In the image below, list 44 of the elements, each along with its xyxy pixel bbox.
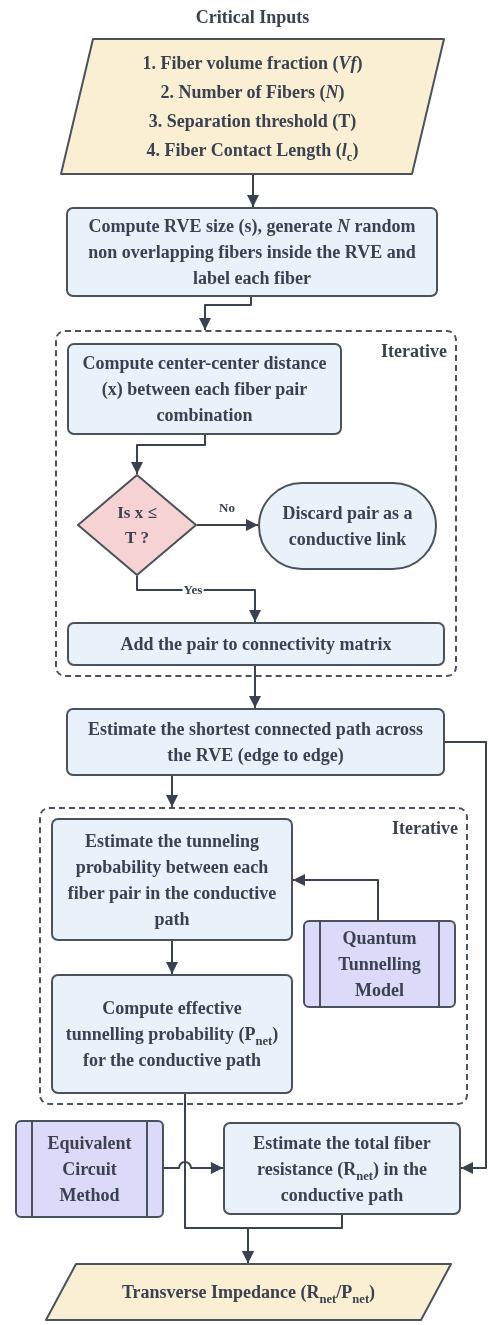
box-text: Quantum Tunnelling Model (337, 927, 422, 1002)
process-box (223, 1122, 461, 1215)
box-text: Compute center-center distance (x) between each fiber pair combination (81, 352, 328, 427)
input-item: 2. Number of Fibers (N) (160, 80, 345, 104)
box-text: Discard pair as a conductive link (281, 502, 414, 551)
arrow (131, 434, 206, 475)
iteration-group (55, 330, 457, 677)
arrow (247, 174, 259, 208)
box-text: Transverse Impedance (R$_{net}$/P$_{net}$) (121, 1280, 376, 1307)
iteration-group (39, 807, 468, 1105)
arrow (292, 874, 379, 921)
group-label: Iterative (381, 340, 447, 363)
arrow (196, 519, 259, 531)
box-text: Equivalent Circuit Method (46, 1132, 133, 1207)
process-box (66, 708, 445, 776)
box-text: Compute effective tunnelling probability (P$_{net}$) for the conductive path (65, 997, 279, 1072)
decision-text: Is x ≤ T ? (116, 502, 158, 549)
process-box (51, 818, 293, 941)
box-text: Estimate the total fiber resistance (R$_{net}$) in the conductive path (252, 1131, 432, 1207)
input-item: 4. Fiber Contact Length (l$_{c}$) (146, 138, 359, 165)
subroutine-box (303, 920, 456, 1008)
heading: Critical Inputs (194, 6, 311, 29)
box-text: Add the pair to connectivity matrix (120, 633, 392, 656)
box-text: Estimate the shortest connected path across the RVE (edge to edge) (86, 718, 425, 767)
edge-label: No (218, 501, 236, 515)
input-item: 3. Separation threshold (T) (148, 109, 357, 133)
edge-label: Yes (182, 583, 204, 597)
process-box (67, 343, 342, 435)
arrow (199, 296, 252, 331)
box-text: Compute RVE size (s), generate N random non overlapping fibers inside the RVE and label each fiber (87, 215, 417, 290)
arrow (444, 741, 487, 1174)
input-item: 1. Fiber volume fraction (Vf) (142, 51, 363, 75)
arrow (249, 665, 261, 709)
arrow (163, 1161, 224, 1174)
arrow (136, 575, 261, 623)
subroutine-box (15, 1120, 164, 1218)
group-label: Iterative (392, 817, 458, 840)
process-box (51, 974, 293, 1094)
box-text: Estimate the tunneling probability between each fiber pair in the conductive path (66, 829, 278, 931)
arrow (166, 940, 178, 975)
arrow (242, 1214, 343, 1264)
arrow (166, 775, 178, 808)
process-box (66, 207, 438, 297)
process-box (67, 622, 445, 666)
